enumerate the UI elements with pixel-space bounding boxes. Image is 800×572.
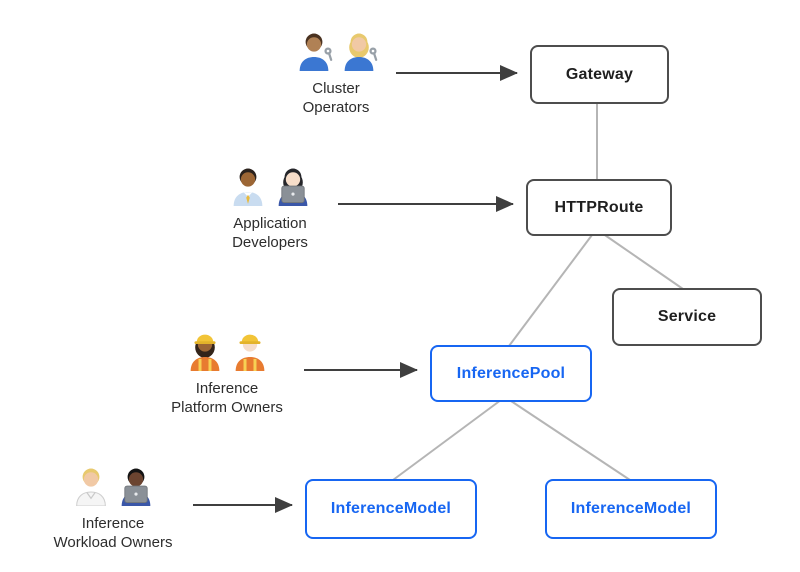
actor-cluster-operators: Cluster Operators bbox=[261, 30, 411, 117]
actor-label-line: Developers bbox=[232, 234, 308, 251]
actor-label-line: Inference bbox=[195, 380, 259, 397]
actor-label: Cluster Operators bbox=[303, 79, 370, 117]
node-service: Service bbox=[612, 288, 762, 346]
man-construction-worker-icon bbox=[229, 329, 271, 376]
actor-icons bbox=[293, 30, 380, 76]
actor-label-line: Inference bbox=[81, 515, 145, 532]
woman-construction-worker-icon bbox=[184, 329, 226, 376]
actor-icons bbox=[70, 465, 157, 511]
actor-label: Inference Workload Owners bbox=[54, 514, 173, 552]
actor-label-line: Platform Owners bbox=[171, 399, 283, 416]
node-inferencemodel-right: InferenceModel bbox=[545, 479, 717, 539]
edge-httproute-service bbox=[598, 230, 684, 290]
edge-httproute-inferencepool bbox=[508, 230, 596, 347]
woman-technologist-icon bbox=[272, 164, 314, 211]
man-mechanic-icon bbox=[293, 29, 335, 76]
actor-label-line: Cluster bbox=[312, 80, 360, 97]
actor-label-line: Operators bbox=[302, 99, 370, 116]
man-technologist-icon bbox=[115, 464, 157, 511]
actor-label-line: Application bbox=[233, 215, 307, 232]
actor-inference-workload-owners: Inference Workload Owners bbox=[38, 465, 188, 552]
edge-inferencepool-inferencemodel-right bbox=[504, 396, 631, 481]
actor-application-developers: Application Developers bbox=[195, 165, 345, 252]
node-gateway: Gateway bbox=[530, 45, 669, 104]
woman-mechanic-icon bbox=[338, 29, 380, 76]
actor-label: Inference Platform Owners bbox=[171, 379, 283, 417]
node-inferencepool: InferencePool bbox=[430, 345, 592, 402]
edge-inferencepool-inferencemodel-left bbox=[392, 396, 506, 481]
node-httproute: HTTPRoute bbox=[526, 179, 672, 236]
actor-label-line: Workload Owners bbox=[53, 534, 173, 551]
man-office-worker-icon bbox=[227, 164, 269, 211]
actor-inference-platform-owners: Inference Platform Owners bbox=[152, 330, 302, 417]
actor-label: Application Developers bbox=[232, 214, 308, 252]
health-worker-icon bbox=[70, 464, 112, 511]
node-inferencemodel-left: InferenceModel bbox=[305, 479, 477, 539]
actor-icons bbox=[184, 330, 271, 376]
actor-icons bbox=[227, 165, 314, 211]
